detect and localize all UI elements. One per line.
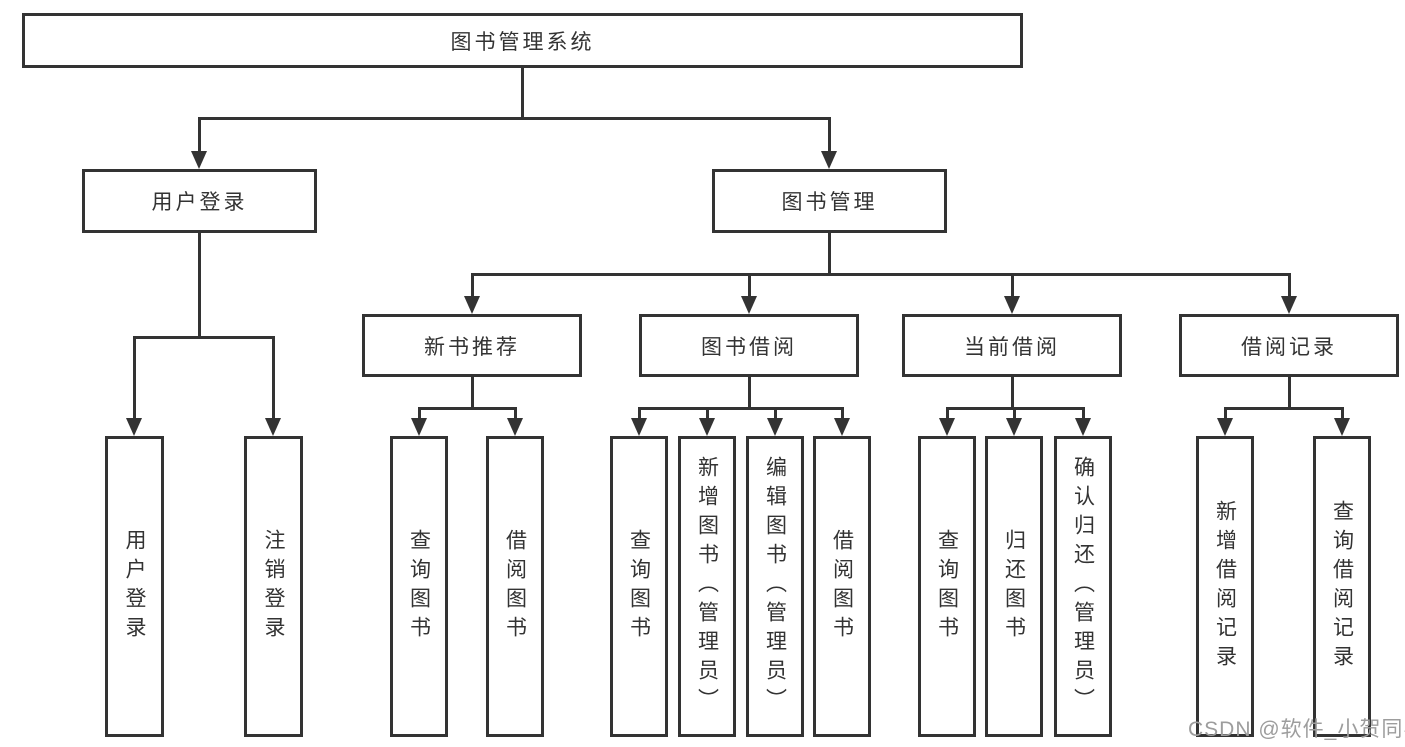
connector-drop-new-book-recommend [471,273,474,301]
connector-drop-borrow-add [706,407,709,421]
connector-drop-current-return [1013,407,1016,421]
node-book-borrowing: 图书借阅 [639,314,859,377]
node-current-borrowing: 当前借阅 [902,314,1122,377]
connector-root-stub [521,68,524,117]
arrowhead-down-icon [507,418,523,436]
arrowhead-down-icon [631,418,647,436]
arrowhead-down-icon [834,418,850,436]
connector-drop-current-borrowing [1011,273,1014,301]
leaf-record-query-borrow-record: 查询借阅记录 [1313,436,1371,737]
node-book-management: 图书管理 [712,169,947,233]
connector-record-splitter [1224,407,1344,410]
arrowhead-down-icon [1334,418,1350,436]
arrowhead-down-icon [821,151,837,169]
arrowhead-down-icon [1217,418,1233,436]
arrowhead-down-icon [699,418,715,436]
connector-root-splitter [198,117,831,120]
connector-rec-splitter [418,407,517,410]
leaf-record-add-borrow-record: 新增借阅记录 [1196,436,1254,737]
node-user-login: 用户登录 [82,169,317,233]
connector-rec-stub [471,377,474,408]
connector-mgmt-splitter [471,273,1291,276]
arrowhead-down-icon [411,418,427,436]
leaf-borrow-borrow-books: 借阅图书 [813,436,871,737]
leaf-rec-borrow-books: 借阅图书 [486,436,544,737]
leaf-logout-login: 注销登录 [244,436,303,737]
leaf-current-query-books: 查询图书 [918,436,976,737]
connector-borrow-splitter [638,407,843,410]
node-borrowing-records: 借阅记录 [1179,314,1399,377]
node-new-book-recommend: 新书推荐 [362,314,582,377]
connector-drop-rec-query [418,407,421,421]
connector-record-stub [1288,377,1291,408]
csdn-watermark: CSDN @软件_小贺同学 [1188,718,1405,741]
connector-drop-current-confirm [1082,407,1085,421]
leaf-borrow-query-books: 查询图书 [610,436,668,737]
connector-drop-record-query [1341,407,1344,421]
connector-login-stub [198,233,201,337]
arrowhead-down-icon [741,296,757,314]
connector-drop-leaf-logout [272,336,275,424]
arrowhead-down-icon [1006,418,1022,436]
connector-drop-current-query [946,407,949,421]
connector-drop-book-borrowing [748,273,751,301]
arrowhead-down-icon [126,418,142,436]
connector-drop-rec-borrow [514,407,517,421]
connector-drop-borrow-borrow [841,407,844,421]
connector-drop-record-add [1224,407,1227,421]
arrowhead-down-icon [464,296,480,314]
leaf-borrow-add-books-admin: 新增图书（管理员） [678,436,736,737]
leaf-rec-query-books: 查询图书 [390,436,448,737]
leaf-current-return-books: 归还图书 [985,436,1043,737]
arrowhead-down-icon [767,418,783,436]
arrowhead-down-icon [191,151,207,169]
leaf-current-confirm-return-admin: 确认归还（管理员） [1054,436,1112,737]
connector-drop-borrowing-records [1288,273,1291,301]
connector-drop-user-login [198,117,201,155]
connector-borrow-stub [748,377,751,408]
connector-drop-borrow-query [638,407,641,421]
arrowhead-down-icon [1075,418,1091,436]
arrowhead-down-icon [939,418,955,436]
arrowhead-down-icon [1281,296,1297,314]
connector-drop-book-management [828,117,831,155]
connector-drop-leaf-user-login [133,336,136,424]
connector-login-splitter [133,336,275,339]
node-book-management-system: 图书管理系统 [22,13,1023,68]
arrowhead-down-icon [1004,296,1020,314]
leaf-user-login: 用户登录 [105,436,164,737]
connector-current-stub [1011,377,1014,408]
arrowhead-down-icon [265,418,281,436]
leaf-borrow-edit-books-admin: 编辑图书（管理员） [746,436,804,737]
connector-mgmt-stub [828,233,831,275]
connector-drop-borrow-edit [774,407,777,421]
